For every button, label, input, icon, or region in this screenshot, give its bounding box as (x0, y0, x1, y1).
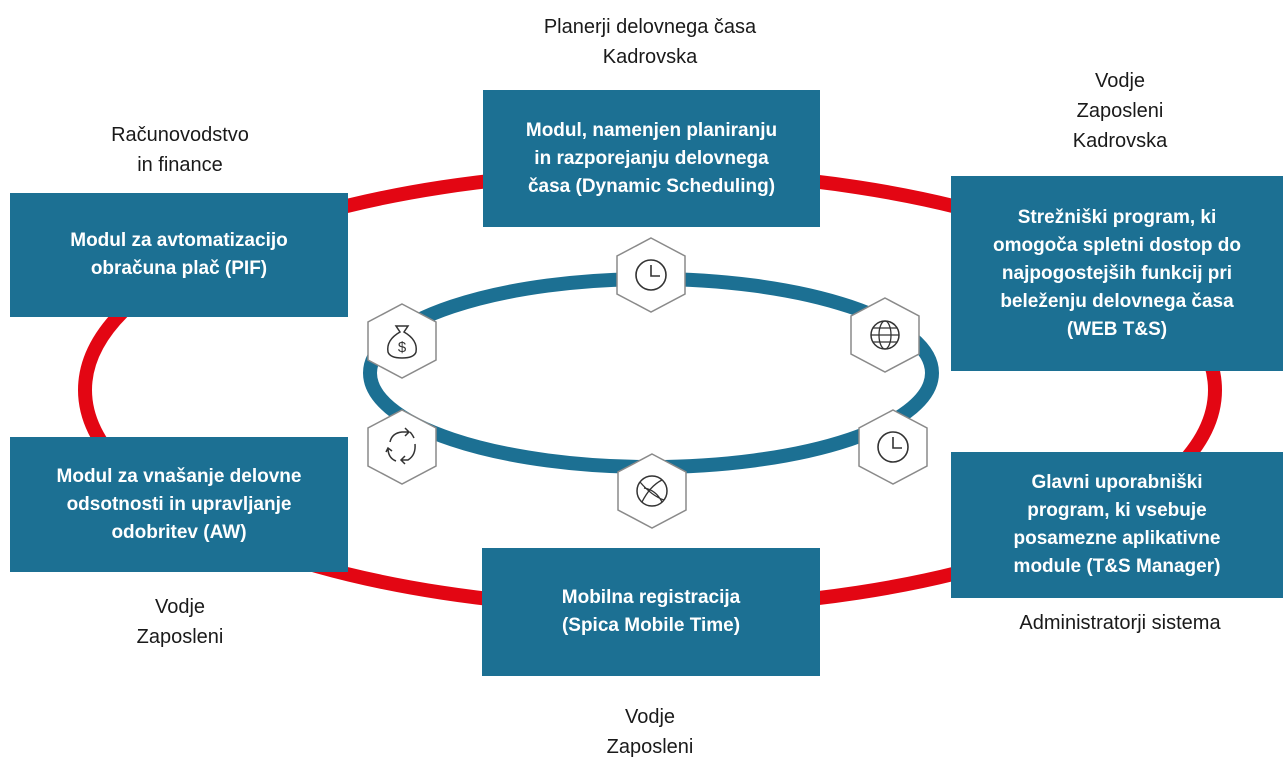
clock-icon (857, 408, 929, 486)
users-top-right: Vodje Zaposleni Kadrovska (1072, 70, 1168, 152)
module-dynamic-scheduling: Modul, namenjen planiranju in razporejan… (483, 90, 820, 227)
users-bottom-right: Administratorji sistema (1019, 612, 1221, 634)
users-top-left: Računovodstvo in finance (111, 124, 249, 176)
users-bottom-left: Vodje Zaposleni (136, 596, 224, 648)
module-web-ts: Strežniški program, ki omogoča spletni d… (951, 176, 1283, 371)
recycle-arrows-icon (366, 408, 438, 486)
svg-text:$: $ (398, 339, 407, 356)
module-mobile-time: Mobilna registracija (Spica Mobile Time) (482, 548, 820, 676)
users-bottom: Vodje Zaposleni (606, 706, 694, 758)
module-pif: Modul za avtomatizacijo obračuna plač (P… (10, 193, 348, 317)
globe-icon (849, 296, 921, 374)
module-ts-manager: Glavni uporabniški program, ki vsebuje p… (951, 452, 1283, 598)
users-top: Planerji delovnega časa Kadrovska (543, 16, 757, 68)
module-aw: Modul za vnašanje delovne odsotnosti in … (10, 437, 348, 572)
satellite-globe-icon (616, 452, 688, 530)
money-bag-icon: $ (366, 302, 438, 380)
clock-icon (615, 236, 687, 314)
